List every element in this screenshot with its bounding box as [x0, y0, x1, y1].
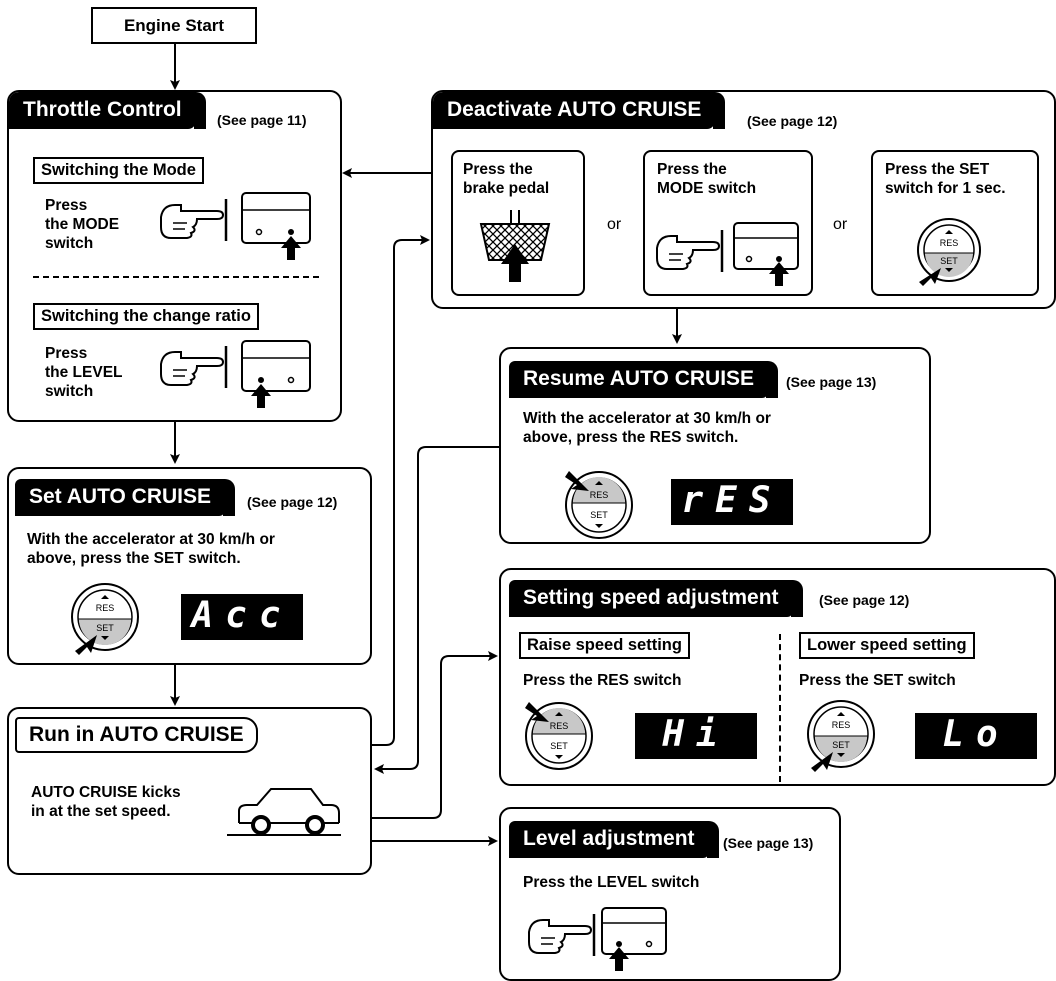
dial-set-label: SET — [832, 740, 850, 750]
resume-title: Resume AUTO CRUISE — [509, 361, 779, 398]
dial-res-label: RES — [96, 603, 115, 613]
lower-speed-text: Press the SET switch — [799, 672, 956, 689]
finger-press-icon — [656, 230, 724, 272]
brake-text: Press the brake pedal — [463, 161, 550, 197]
or-label-2: or — [833, 216, 848, 233]
mode-switch-card: Press the MODE switch — [643, 150, 813, 296]
dial-res-label: RES — [590, 490, 609, 500]
deactivate-panel: Deactivate AUTO CRUISE (See page 12) Pre… — [431, 90, 1056, 309]
res-set-dial-icon: RES SET — [525, 702, 593, 770]
res-set-dial-icon: RES SET — [807, 700, 875, 772]
dial-set-label: SET — [940, 256, 958, 266]
arrow-run-to-speed — [372, 651, 498, 819]
speed-adjust-panel: Setting speed adjustment (See page 12) R… — [499, 568, 1056, 786]
throttle-control-panel: Throttle Control (See page 11) Switching… — [7, 90, 342, 422]
arrow-run-to-deactivate — [372, 235, 430, 746]
res-set-dial-icon: RES SET — [565, 471, 633, 539]
switching-ratio-label: Switching the change ratio — [33, 303, 259, 330]
throttle-control-title: Throttle Control — [9, 92, 206, 129]
raise-speed-label: Raise speed setting — [519, 632, 690, 659]
throttle-see-page: (See page 11) — [217, 112, 307, 128]
deactivate-set-text: Press the SET switch for 1 sec. — [885, 161, 1006, 197]
set-cruise-text: With the accelerator at 30 km/h or above… — [27, 531, 275, 567]
run-title: Run in AUTO CRUISE — [15, 717, 258, 753]
resume-display: rES — [671, 479, 793, 525]
engine-start-label: Engine Start — [123, 16, 225, 35]
mode-switch-unit-icon — [241, 192, 311, 260]
throttle-ratio-text: Press the LEVEL switch — [45, 345, 123, 400]
lower-speed-label: Lower speed setting — [799, 632, 975, 659]
set-cruise-see-page: (See page 12) — [247, 494, 338, 510]
dial-res-label: RES — [940, 238, 959, 248]
arrow-resume-to-run — [374, 446, 499, 774]
brake-pedal-icon — [479, 210, 551, 282]
level-adjust-see-page: (See page 13) — [723, 835, 814, 851]
res-set-dial-icon: RES SET — [71, 583, 139, 655]
level-adjust-text: Press the LEVEL switch — [523, 874, 700, 891]
mode-switch-unit-icon — [733, 222, 799, 286]
car-icon — [227, 788, 341, 836]
run-text: AUTO CRUISE kicks in at the set speed. — [31, 784, 181, 820]
level-adjust-title: Level adjustment — [509, 821, 719, 858]
run-panel: Run in AUTO CRUISE AUTO CRUISE kicks in … — [7, 707, 372, 875]
deactivate-title: Deactivate AUTO CRUISE — [433, 92, 726, 129]
finger-press-icon — [528, 914, 596, 956]
set-switch-card: Press the SET switch for 1 sec. RES SET — [871, 150, 1039, 296]
lower-speed-display: Lo — [915, 713, 1037, 759]
deactivate-see-page: (See page 12) — [747, 113, 838, 129]
dial-set-label: SET — [590, 510, 608, 520]
resume-see-page: (See page 13) — [786, 374, 877, 390]
resume-text: With the accelerator at 30 km/h or above… — [523, 410, 771, 446]
raise-speed-text: Press the RES switch — [523, 672, 682, 689]
resume-panel: Resume AUTO CRUISE (See page 13) With th… — [499, 347, 931, 544]
level-switch-unit-icon — [241, 340, 311, 408]
dashed-separator — [33, 276, 319, 278]
dial-set-label: SET — [96, 623, 114, 633]
dial-set-label: SET — [550, 741, 568, 751]
deactivate-mode-text: Press the MODE switch — [657, 161, 757, 197]
finger-press-icon — [160, 199, 228, 241]
raise-speed-display: Hi — [635, 713, 757, 759]
throttle-mode-text: Press the MODE switch — [45, 197, 120, 252]
dial-res-label: RES — [550, 721, 569, 731]
level-switch-unit-icon — [601, 907, 667, 971]
level-adjust-panel: Level adjustment (See page 13) Press the… — [499, 807, 841, 981]
res-set-dial-icon: RES SET — [917, 218, 981, 286]
dial-res-label: RES — [832, 720, 851, 730]
or-label-1: or — [607, 216, 622, 233]
set-cruise-title: Set AUTO CRUISE — [15, 479, 236, 516]
brake-card: Press the brake pedal — [451, 150, 585, 296]
set-cruise-panel: Set AUTO CRUISE (See page 12) With the a… — [7, 467, 372, 665]
finger-press-icon — [160, 346, 228, 388]
run-title-label: Run in AUTO CRUISE — [29, 723, 244, 746]
speed-adjust-title: Setting speed adjustment — [509, 580, 803, 617]
engine-start-box: Engine Start — [91, 7, 257, 44]
set-cruise-display: Acc — [181, 594, 303, 640]
speed-adjust-see-page: (See page 12) — [819, 592, 910, 608]
switching-mode-label: Switching the Mode — [33, 157, 204, 184]
speed-adjust-divider — [779, 634, 781, 782]
